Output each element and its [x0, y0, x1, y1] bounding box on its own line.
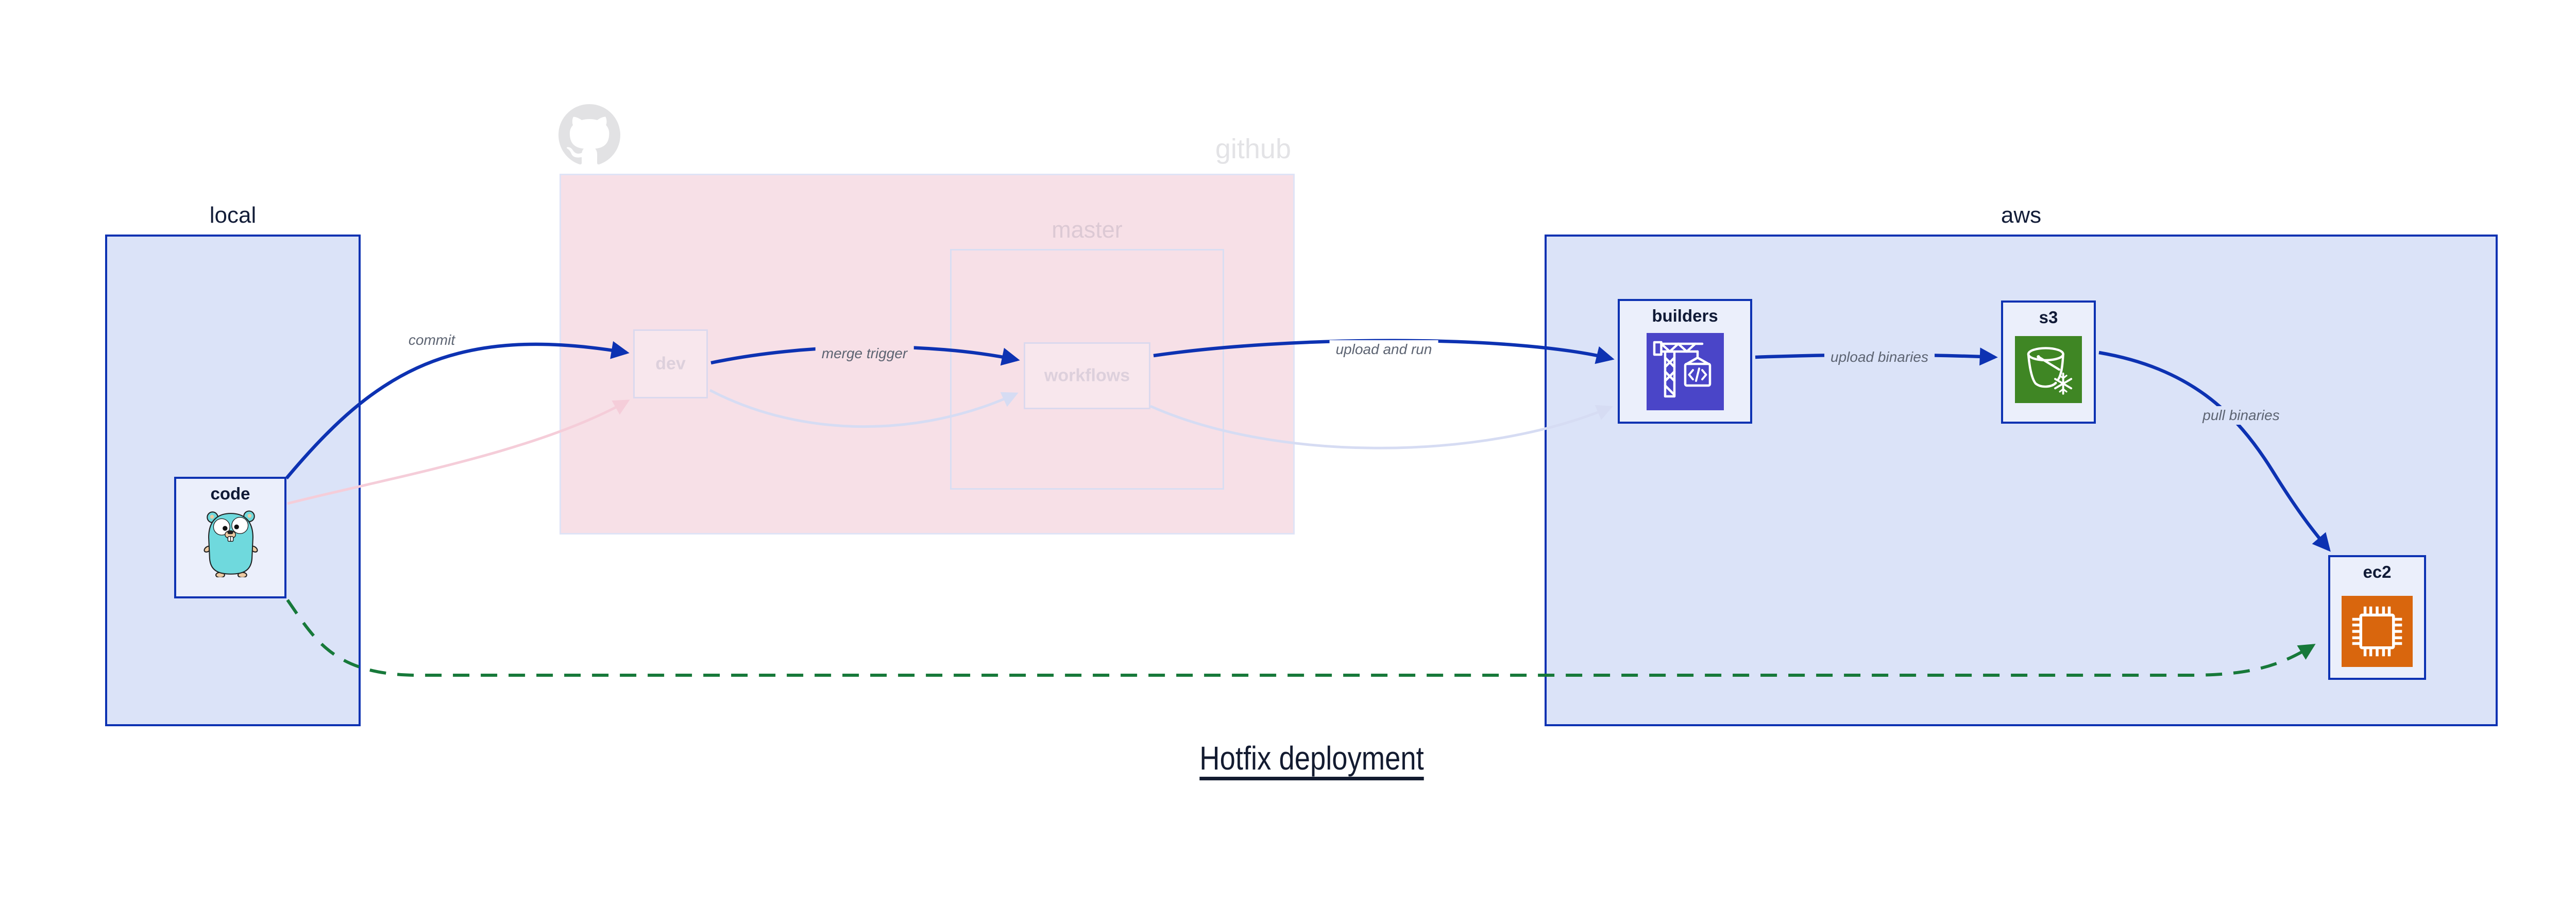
diagram-title-text: Hotfix deployment — [1199, 740, 1424, 777]
edge-label-merge-trigger: merge trigger — [815, 344, 914, 363]
node-label-s3: s3 — [2039, 308, 2058, 327]
node-dev: dev — [633, 329, 708, 398]
diagram-title: Hotfix deployment — [1180, 739, 1444, 777]
aws-codebuild-crane-icon — [1647, 333, 1724, 410]
go-gopher-icon — [204, 510, 258, 577]
node-label-ec2: ec2 — [2363, 562, 2392, 581]
subcontainer-label-master: master — [1052, 216, 1123, 243]
aws-ec2-chip-icon — [2342, 596, 2413, 667]
node-label-builders: builders — [1652, 306, 1718, 325]
container-label-local: local — [209, 203, 257, 228]
subcontainer-master — [950, 249, 1224, 490]
edge-label-upload-and-run: upload and run — [1329, 340, 1438, 359]
node-label-dev: dev — [655, 354, 686, 374]
container-label-github: github — [1215, 133, 1291, 164]
node-label-workflows: workflows — [1044, 365, 1130, 386]
edge-label-pull-binaries: pull binaries — [2196, 406, 2286, 425]
aws-s3-glacier-bucket-icon — [2015, 336, 2082, 403]
node-label-code: code — [210, 484, 250, 503]
container-label-aws: aws — [2001, 203, 2042, 228]
node-workflows: workflows — [1024, 342, 1150, 409]
edge-label-upload-binaries: upload binaries — [1824, 348, 1935, 366]
edge-label-commit: commit — [402, 331, 462, 349]
github-octocat-icon — [558, 104, 620, 165]
